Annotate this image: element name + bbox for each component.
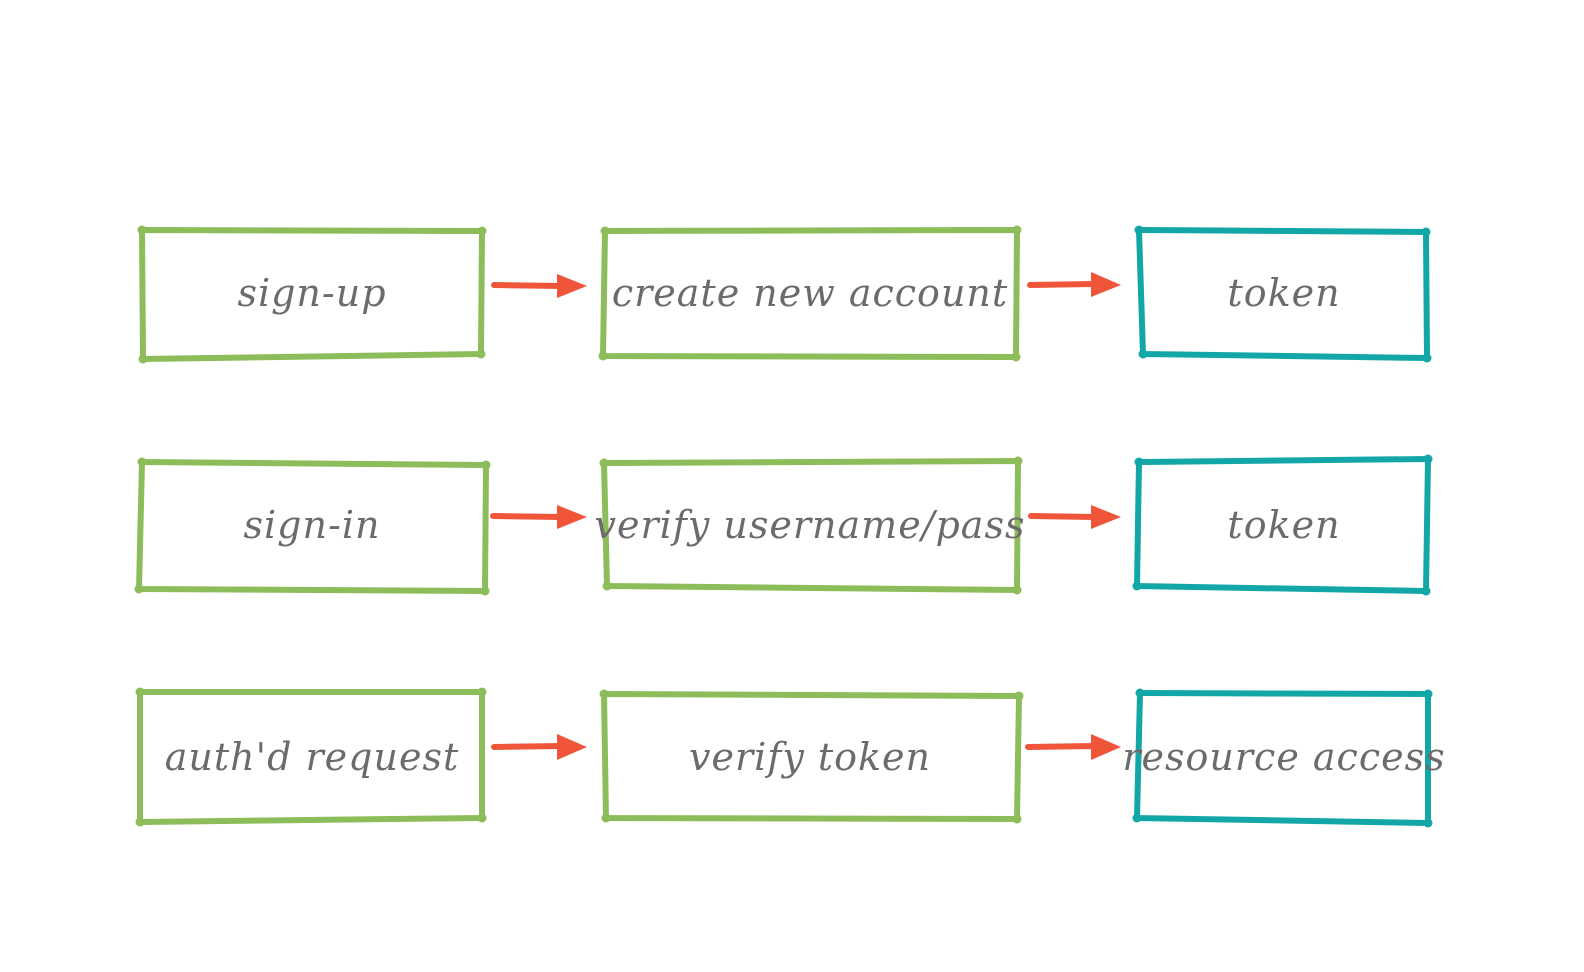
corner-dot <box>602 581 612 591</box>
box-label: verify token <box>689 735 931 779</box>
corner-dot <box>1132 813 1142 823</box>
corner-dot <box>1423 689 1433 699</box>
arrow-2 <box>1025 734 1121 760</box>
corner-dot <box>1421 586 1431 596</box>
corner-dot <box>480 586 490 596</box>
corner-dot <box>477 687 487 697</box>
corner-dot <box>1134 457 1144 467</box>
box-label: token <box>1227 271 1340 315</box>
arrow-2 <box>1027 272 1121 297</box>
box-sign-up: sign-up <box>137 225 487 364</box>
corner-dot <box>1011 352 1021 362</box>
arrow-2 <box>1028 505 1121 529</box>
corner-dot <box>137 457 147 467</box>
corner-dot <box>598 351 608 361</box>
box-label: create new account <box>612 271 1008 315</box>
box-create-new-account: create new account <box>598 225 1022 362</box>
box-label: resource access <box>1122 735 1445 779</box>
box-resource-access: resource access <box>1122 688 1445 828</box>
corner-dot <box>1421 227 1431 237</box>
corner-dot <box>135 817 145 827</box>
corner-dot <box>1423 818 1433 828</box>
box-label: sign-up <box>237 271 386 315</box>
box-token: token <box>1134 225 1432 363</box>
corner-dot <box>477 813 487 823</box>
corner-dot <box>1422 353 1432 363</box>
box-label: auth'd request <box>165 735 459 779</box>
corner-dot <box>601 813 611 823</box>
corner-dot <box>477 226 487 236</box>
arrow-1 <box>491 734 587 760</box>
arrow-1 <box>490 505 587 529</box>
corner-dot <box>476 349 486 359</box>
box-verify-username-pass: verify username/pass <box>595 456 1026 595</box>
box-label: token <box>1227 503 1340 547</box>
box-label: sign-in <box>244 503 381 547</box>
corner-dot <box>134 584 144 594</box>
corner-dot <box>1135 688 1145 698</box>
corner-dot <box>1138 349 1148 359</box>
flow-row-signup: sign-up create new account token <box>137 225 1432 364</box>
corner-dot <box>599 458 609 468</box>
corner-dot <box>599 689 609 699</box>
box-verify-token: verify token <box>599 689 1024 824</box>
corner-dot <box>600 226 610 236</box>
box-sign-in: sign-in <box>134 457 491 596</box>
corner-dot <box>138 354 148 364</box>
corner-dot <box>481 460 491 470</box>
corner-dot <box>1013 456 1023 466</box>
flow-row-authd-request: auth'd request verify token resource acc… <box>135 687 1445 828</box>
corner-dot <box>137 225 147 235</box>
corner-dot <box>1014 691 1024 701</box>
corner-dot <box>1132 581 1142 591</box>
corner-dot <box>1012 585 1022 595</box>
box-authd-request: auth'd request <box>135 687 487 827</box>
box-token: token <box>1132 454 1433 596</box>
arrow-1 <box>491 274 587 298</box>
box-label: verify username/pass <box>595 503 1026 547</box>
corner-dot <box>135 687 145 697</box>
corner-dot <box>1012 814 1022 824</box>
flow-row-signin: sign-in verify username/pass token <box>134 454 1433 596</box>
corner-dot <box>1012 225 1022 235</box>
corner-dot <box>1423 454 1433 464</box>
corner-dot <box>1134 225 1144 235</box>
